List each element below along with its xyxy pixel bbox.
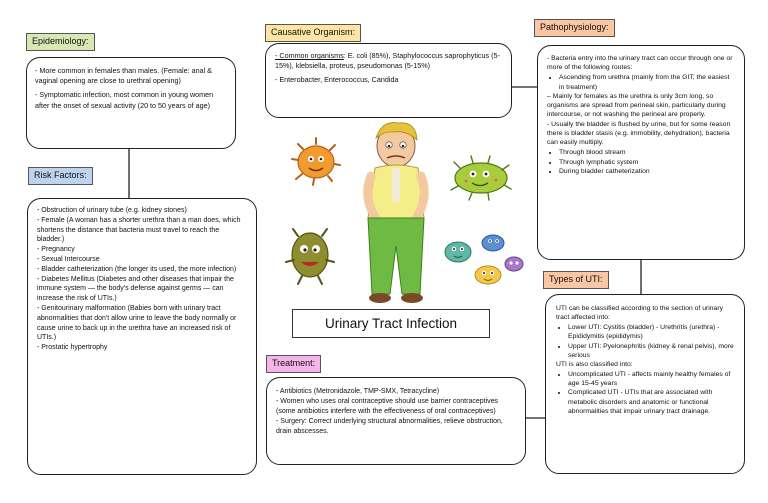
epidemiology-item: - More common in females than males. (Fe… — [35, 66, 212, 86]
organism-common-prefix: - Common organisms — [275, 51, 344, 60]
organism-extra: - Enterobacter, Enterococcus, Candida — [275, 75, 399, 85]
risk-item: - Diabetes Mellitus (Diabetes and other … — [37, 275, 234, 303]
risk-item: - Genitourinary malformation (Babies bor… — [37, 304, 237, 342]
types-bullet: Lower UTI: Cystitis (bladder) - Urethrit… — [568, 323, 734, 342]
organism-box: - Common organisms: E. coli (85%), Staph… — [265, 43, 512, 118]
organism-common-rest: : E. coli (85%), Staphylococcus saprophy… — [275, 51, 500, 71]
risk-box: - Obstruction of urinary tube (e.g. kidn… — [27, 198, 257, 475]
types-intro: UTI can be classified according to the s… — [556, 305, 723, 322]
patho-bullet: During bladder catheterization — [559, 167, 735, 176]
patho-bullet: Ascending from urethra (mainly from the … — [559, 73, 735, 91]
purple-germ-icon — [504, 256, 524, 272]
patho-bullet: Through lymphatic system — [559, 158, 735, 167]
organism-common: - Common organisms: E. coli (85%), Staph… — [275, 51, 502, 71]
yellow-germ-icon — [474, 265, 502, 285]
patho-bullets-a: Ascending from urethra (mainly from the … — [547, 73, 735, 91]
types-middle: UTI is also classified into: — [556, 361, 633, 369]
types-bullet: Uncomplicated UTI - affects mainly healt… — [568, 370, 734, 389]
epidemiology-box: - More common in females than males. (Fe… — [26, 57, 236, 149]
page-title: Urinary Tract Infection — [292, 309, 490, 338]
treatment-item: - Antibiotics (Metronidazole, TMP-SMX, T… — [276, 388, 440, 395]
types-bullets-b: Uncomplicated UTI - affects mainly healt… — [556, 370, 734, 417]
man-figure-icon — [363, 122, 429, 303]
types-label: Types of UTI: — [543, 271, 609, 289]
patho-bullet: Through blood stream — [559, 148, 735, 157]
types-box: UTI can be classified according to the s… — [545, 294, 745, 474]
patho-middle: – Mainly for females as the urethra is o… — [547, 92, 726, 119]
pathophysiology-box: - Bacteria entry into the urinary tract … — [537, 45, 745, 260]
blue-germ-icon — [481, 234, 505, 252]
types-bullets-a: Lower UTI: Cystitis (bladder) - Urethrit… — [556, 323, 734, 361]
teal-germ-icon — [444, 241, 472, 263]
patho-middle: - Usually the bladder is flushed by urin… — [547, 120, 731, 147]
treatment-item: - Surgery: Correct underlying structural… — [276, 417, 503, 435]
epidemiology-item: - Symptomatic infection, most common in … — [35, 90, 214, 110]
orange-germ-icon — [291, 137, 341, 186]
pathophysiology-label: Pathophysiology: — [534, 19, 615, 37]
treatment-box: - Antibiotics (Metronidazole, TMP-SMX, T… — [266, 377, 526, 465]
organism-label: Causative Organism: — [265, 24, 362, 42]
treatment-item: - Women who uses oral contraceptive shou… — [276, 397, 499, 415]
types-bullet: Complicated UTI - UTIs that are associat… — [568, 388, 734, 416]
epidemiology-label: Epidemiology: — [26, 33, 95, 51]
patho-bullets-b: Through blood stream Through lymphatic s… — [547, 148, 735, 176]
risk-item: - Sexual Intercourse — [37, 255, 100, 263]
types-bullet: Upper UTI: Pyelonephritis (kidney & rena… — [568, 342, 734, 361]
green-bacteria-icon — [450, 155, 512, 201]
patho-intro: - Bacteria entry into the urinary tract … — [547, 55, 733, 72]
olive-germ-icon — [285, 228, 335, 285]
risk-item: - Prostatic hypertrophy — [37, 344, 108, 352]
germ-illustration — [285, 122, 524, 303]
risk-item: - Bladder catheterization (the longer it… — [37, 265, 237, 273]
treatment-label: Treatment: — [266, 355, 322, 373]
risk-item: - Obstruction of urinary tube (e.g. kidn… — [37, 207, 187, 214]
risk-item: - Female (A woman has a shorter urethra … — [37, 216, 241, 244]
risk-item: - Pregnancy — [37, 246, 75, 254]
risk-label: Risk Factors: — [28, 167, 93, 185]
